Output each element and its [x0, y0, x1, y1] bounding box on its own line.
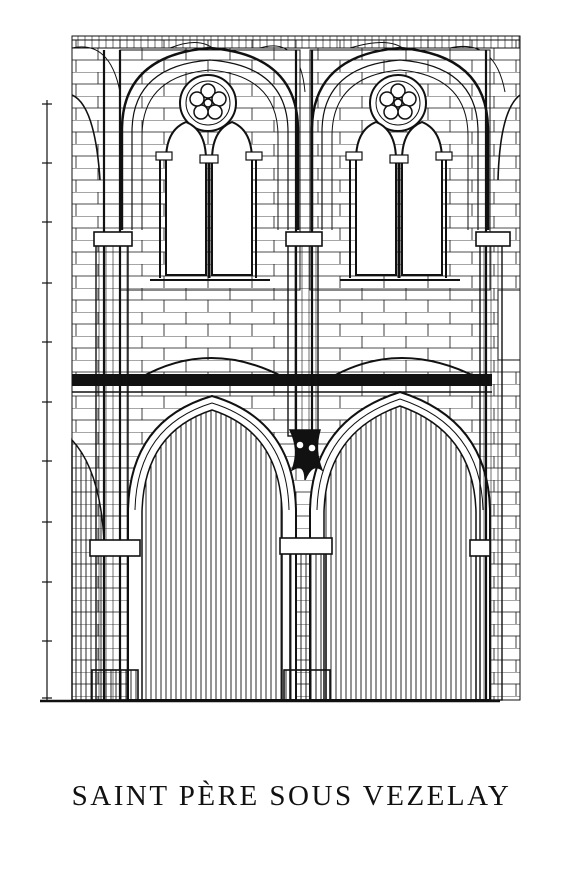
arcade-arch-2 [309, 390, 491, 701]
plate-caption: SAINT PÈRE SOUS VEZELAY [71, 780, 512, 812]
foliage-corbel-icon [288, 429, 324, 481]
edge-bays [71, 94, 521, 361]
scale-bar [42, 100, 52, 700]
string-course [72, 357, 492, 393]
clerestory-bay-2 [309, 46, 491, 291]
pier-left [89, 50, 141, 701]
pier-center [279, 50, 333, 701]
rose-window-1-icon [189, 83, 227, 120]
clerestory-bay-1 [119, 46, 301, 291]
arcade-arch-1 [127, 394, 297, 701]
rose-window-2-icon [379, 83, 417, 120]
architectural-elevation-drawing [40, 35, 521, 703]
